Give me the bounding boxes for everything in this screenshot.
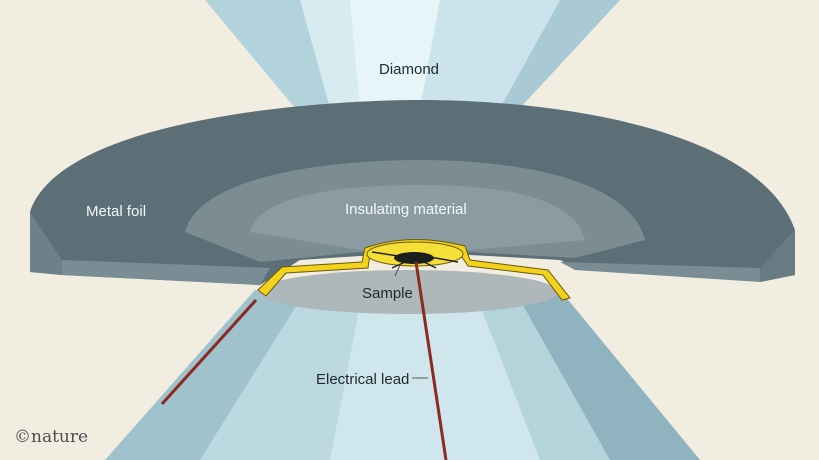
nature-credit: ©nature xyxy=(14,427,89,447)
sample-chamber xyxy=(371,251,459,269)
label-sample: Sample xyxy=(362,285,413,302)
lower-diamond xyxy=(105,290,700,460)
label-metal-foil: Metal foil xyxy=(86,203,147,220)
label-electrical-lead: Electrical lead xyxy=(316,371,410,388)
lower-culet xyxy=(258,270,558,314)
label-diamond: Diamond xyxy=(379,61,440,78)
metal-foil-gasket xyxy=(30,100,795,285)
electrical-leads xyxy=(160,261,448,460)
label-insulating-material: Insulating material xyxy=(345,201,467,218)
upper-diamond xyxy=(205,0,620,108)
